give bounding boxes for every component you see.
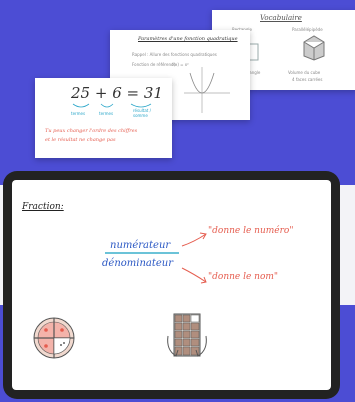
annotation-denominator: "donne le nom": [208, 272, 279, 282]
annotation-numerator: "donne le numéro": [208, 226, 294, 236]
note-title: Paramètres d'une fonction quadratique: [138, 36, 238, 42]
equation: 25 + 6 = 31: [71, 84, 163, 102]
note-text: et le résultat ne change pas: [45, 137, 116, 143]
note-line: Fonction de référence: [132, 62, 176, 67]
note-line: f(x) = x²: [172, 62, 189, 67]
note-heading: Rectangle: [232, 27, 252, 32]
label-terms: termes: [99, 111, 114, 116]
fraction-bar: [105, 252, 179, 254]
denominator-label: dénominateur: [102, 258, 174, 269]
tablet-screen: Fraction: numérateur dénominateur "donne…: [12, 180, 331, 390]
note-caption: Volume du cube: [288, 70, 321, 75]
note-card-sum: 25 + 6 = 31 termes termes résultat / som…: [35, 78, 172, 158]
label-terms: termes: [71, 111, 86, 116]
annotation-arrows: [181, 232, 207, 284]
chocolate-bar-illustration: [167, 313, 207, 357]
equation-brackets: [72, 103, 152, 108]
note-line: Rappel : Allure des fonctions quadratiqu…: [132, 52, 217, 57]
note-title: Vocabulaire: [260, 14, 302, 22]
note-heading: Parallélépipède: [292, 27, 323, 32]
hero-background: Vocabulaire Rectangle Parallélépipède Ai…: [0, 0, 355, 185]
pizza-illustration: [33, 317, 75, 359]
note-text: Tu peux changer l'ordre des chiffres: [45, 128, 138, 134]
note-caption: 4 faces carrées: [292, 77, 323, 82]
fraction-heading: Fraction:: [22, 202, 64, 212]
parabola-graph: [184, 67, 230, 113]
numerator-label: numérateur: [110, 240, 171, 251]
label-result: résultat / somme: [133, 108, 151, 118]
tablet-device: Fraction: numérateur dénominateur "donne…: [3, 171, 340, 399]
cube-sketch: [303, 35, 325, 61]
